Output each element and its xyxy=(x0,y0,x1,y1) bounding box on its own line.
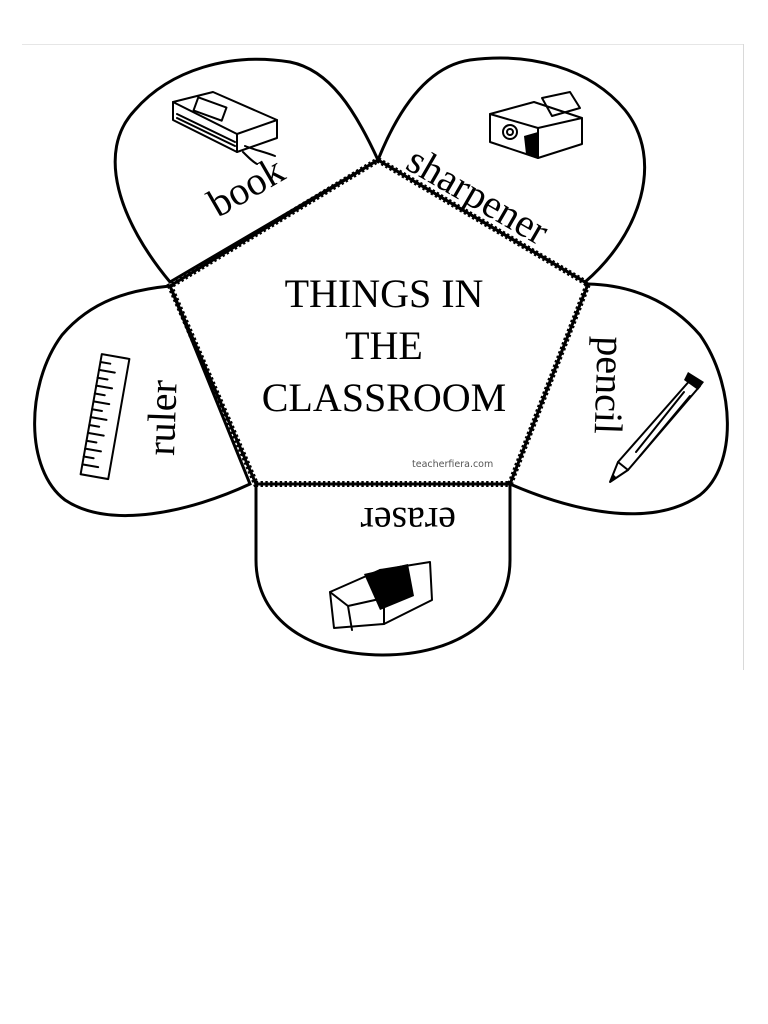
flap-sharpener xyxy=(376,56,647,284)
eraser-icon xyxy=(329,561,433,631)
title-line-2: THE xyxy=(345,323,423,368)
page-border-right xyxy=(743,44,744,670)
flap-pencil xyxy=(508,282,729,516)
title-line-3: CLASSROOM xyxy=(261,375,507,420)
page-border-top xyxy=(22,44,744,45)
label-ruler: ruler xyxy=(138,379,186,456)
ruler-icon xyxy=(79,353,131,481)
center-pentagon-dashed-border xyxy=(166,156,592,487)
page-title: THINGS IN THE CLASSROOM xyxy=(234,268,534,424)
title-line-1: THINGS IN xyxy=(284,271,484,316)
pencil-icon xyxy=(609,372,704,483)
sharpener-icon xyxy=(489,91,583,159)
label-eraser: eraser xyxy=(361,499,456,544)
book-icon xyxy=(172,91,278,165)
label-pencil: pencil xyxy=(586,336,634,435)
credit-text: teacherfiera.com xyxy=(412,459,494,470)
